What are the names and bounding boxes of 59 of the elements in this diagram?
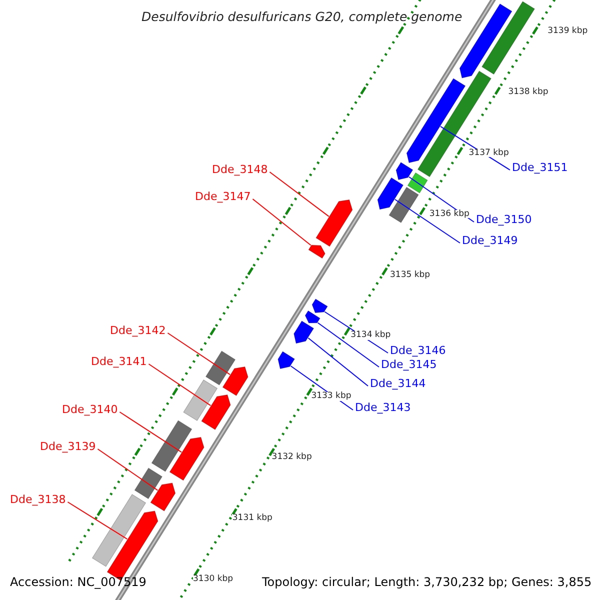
gene-label: Dde_3146	[390, 345, 446, 356]
gene-feature	[396, 162, 414, 180]
gene-feature	[377, 177, 404, 210]
gene-label: Dde_3141	[91, 356, 147, 367]
tick-label: 3137 kbp	[468, 148, 509, 158]
leader-line	[308, 338, 368, 386]
leader-line	[167, 332, 230, 376]
tick-label: 3139 kbp	[548, 26, 588, 36]
gene-feature	[417, 70, 492, 178]
leader-line	[67, 502, 128, 540]
leader-line	[119, 412, 182, 453]
gene-feature	[308, 244, 326, 259]
gene-feature	[388, 186, 419, 224]
gene-feature	[481, 1, 536, 75]
gene-feature	[294, 320, 314, 344]
gene-feature	[304, 310, 320, 324]
gene-feature	[205, 350, 236, 386]
leader-line	[269, 172, 330, 217]
gene-feature	[222, 366, 248, 396]
gene-feature	[312, 298, 328, 314]
gene-label: Dde_3145	[381, 359, 437, 370]
leader-line	[317, 322, 380, 368]
tick-label: 3134 kbp	[350, 331, 391, 340]
gene-label: Dde_3148	[212, 164, 268, 175]
tick-label: 3131 kbp	[232, 514, 272, 523]
leader-line	[252, 198, 312, 246]
gene-feature	[151, 420, 192, 472]
tick-label: 3132 kbp	[272, 453, 312, 462]
gene-label: Dde_3142	[110, 325, 166, 336]
leader-line	[148, 364, 212, 406]
tick-label: 3135 kbp	[390, 270, 430, 279]
gene-feature	[134, 468, 163, 500]
title: Desulfovibrio desulfuricans G20, complete genome	[142, 11, 462, 24]
genome-info-text: Topology: circular; Length: 3,730,232 bp; Genes: 3,855	[262, 576, 592, 588]
leader-line	[394, 198, 460, 244]
gene-feature	[169, 436, 204, 481]
tick-label: 3136 kbp	[429, 210, 470, 218]
gene-label: Dde_3147	[195, 191, 251, 202]
gene-feature	[201, 394, 231, 430]
gene-feature	[406, 78, 466, 164]
gene-label: Dde_3149	[462, 235, 518, 246]
gene-feature	[278, 351, 296, 370]
gene-feature	[407, 172, 428, 194]
gene-feature	[150, 482, 176, 512]
gene-label: Dde_3144	[370, 378, 426, 389]
gene-feature	[316, 199, 353, 247]
tick-label: 3130 kbp	[193, 575, 234, 584]
tick-label: 3133 kbp	[311, 392, 352, 401]
leader-line	[97, 448, 158, 491]
accession-text: Accession: NC_007519	[10, 576, 146, 588]
gene-label: Dde_3139	[40, 441, 96, 452]
gene-label: Dde_3140	[62, 404, 118, 415]
gene-label: Dde_3143	[355, 402, 411, 413]
gene-feature	[183, 379, 218, 422]
tick-label: 3138 kbp	[508, 88, 548, 96]
gene-label: Dde_3151	[512, 162, 568, 173]
gene-label: Dde_3138	[10, 494, 66, 505]
gene-feature	[92, 494, 146, 567]
gene-label: Dde_3150	[476, 214, 532, 225]
